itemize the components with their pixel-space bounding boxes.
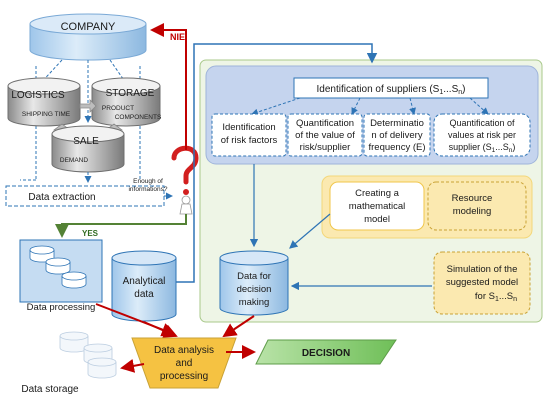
delivery-frequency-box: Determinatio n of delivery frequency (E) [363, 113, 431, 157]
decision-data-cylinder: Data for decision making [219, 250, 289, 316]
quantification-value-box: Quantification of the value of risk/supp… [287, 113, 363, 157]
yes-label: YES [82, 229, 99, 238]
values-risk-line3: supplier (S1...Sn) [449, 142, 516, 154]
analytical-data-cylinder: Analytical data [111, 250, 177, 322]
logistics-label: LOGISTICS [11, 90, 65, 101]
data-extraction-label: Data extraction [28, 192, 95, 203]
analysis-line2: and [176, 358, 193, 369]
suppliers-label: Identification of suppliers (S1...Sn) [316, 84, 465, 96]
product-label: PRODUCT [102, 105, 134, 112]
sale-cylinder: SALE DEMAND [51, 125, 125, 173]
values-at-risk-box: Quantification of values at risk per sup… [433, 113, 531, 157]
decision-data-line3: making [239, 297, 270, 308]
math-model-box: Creating a mathematical model [329, 181, 425, 231]
question-mark-icon [171, 145, 199, 215]
decision-box: DECISION [255, 339, 397, 365]
math-model-line1: Creating a [355, 188, 400, 199]
suppliers-links [251, 97, 489, 116]
analysis-line3: processing [160, 371, 208, 382]
decision-data-line1: Data for [237, 271, 271, 282]
delivery-line1: Determinatio [370, 118, 424, 129]
decision-label: DECISION [302, 348, 350, 359]
analytical-to-panel-line [176, 43, 378, 283]
data-processing-label: Data processing [27, 302, 96, 313]
storage-label: STORAGE [106, 88, 155, 99]
analysis-line1: Data analysis [154, 345, 214, 356]
funnel-input-arrows [95, 303, 255, 338]
quant-value-line2: of the value of [295, 130, 355, 141]
resource-line2: modeling [453, 206, 492, 217]
enough-info-line2: informations? [128, 186, 167, 193]
delivery-line3: frequency (E) [368, 142, 425, 153]
decision-data-links [249, 164, 432, 291]
math-model-line3: model [364, 214, 390, 225]
logistics-cylinder: LOGISTICS SHIPPING TIME [7, 77, 81, 127]
sale-label: SALE [73, 136, 99, 147]
simulation-box: Simulation of the suggested model for S1… [433, 251, 531, 315]
data-processing-box: Data processing [19, 239, 103, 313]
nie-arrow [150, 23, 187, 150]
resource-modeling-box: Resource modeling [427, 181, 527, 231]
suppliers-box: Identification of suppliers (S1...Sn) [293, 77, 489, 99]
simulation-line3: for S1...Sn [475, 291, 517, 303]
company-label: COMPANY [61, 21, 116, 33]
simulation-line1: Simulation of the [447, 264, 518, 275]
company-cylinder: COMPANY [29, 13, 147, 61]
math-model-line2: mathematical [349, 201, 406, 212]
demand-label: DEMAND [60, 157, 88, 164]
analytical-line1: Analytical [123, 276, 166, 287]
data-analysis-funnel: Data analysis and processing [131, 337, 237, 389]
quant-value-line3: risk/supplier [300, 142, 351, 153]
data-storage-label: Data storage [21, 384, 79, 395]
risk-factors-box: Identification of risk factors [211, 113, 287, 157]
data-storage [59, 331, 117, 379]
yes-arrow [55, 214, 187, 238]
analytical-line2: data [134, 289, 154, 300]
funnel-to-storage-arrow [120, 358, 145, 373]
values-risk-line2: values at risk per [448, 130, 516, 140]
decision-data-line2: decision [237, 284, 272, 295]
delivery-line2: n of delivery [371, 130, 422, 141]
simulation-line2: suggested model [446, 277, 518, 288]
enough-info-line1: Enough of [133, 178, 163, 185]
quant-value-line1: Quantification [296, 118, 354, 129]
storage-cylinder: STORAGE PRODUCT COMPONENTS [91, 77, 162, 127]
shipping-time-label: SHIPPING TIME [22, 111, 71, 118]
components-label: COMPONENTS [115, 114, 162, 121]
risk-factors-line2: of risk factors [221, 135, 278, 146]
resource-line1: Resource [452, 193, 493, 204]
nie-label: NIE [170, 32, 185, 42]
risk-factors-line1: Identification [222, 122, 275, 133]
values-risk-line1: Quantification of [449, 118, 515, 128]
